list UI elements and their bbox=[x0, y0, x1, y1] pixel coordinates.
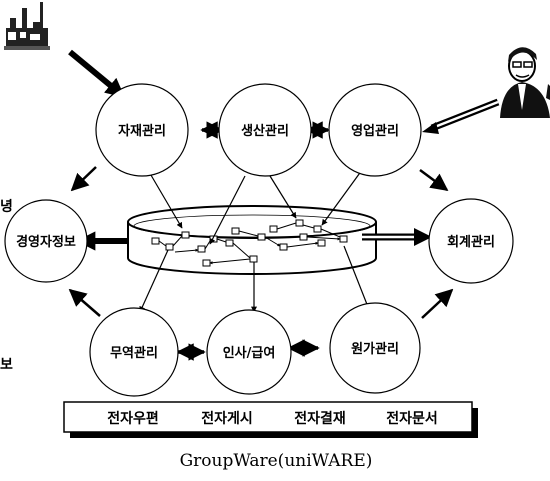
left-edge-fragment-top: 녕 bbox=[0, 199, 13, 215]
node-sales-label: 영업관리 bbox=[351, 123, 399, 139]
db-to-cost-arrow bbox=[343, 245, 371, 313]
sales-to-accounting-arrow bbox=[419, 168, 449, 192]
node-cost-label: 원가관리 bbox=[351, 341, 399, 357]
node-production-label: 생산관리 bbox=[241, 123, 289, 139]
node-accounting-label: 회계관리 bbox=[447, 234, 495, 250]
production-to-db-arrow-right bbox=[269, 175, 297, 219]
groupware-item-email: 전자우편 bbox=[107, 410, 159, 427]
db-to-accounting-arrow bbox=[362, 228, 432, 246]
node-executive-info: 경영자정보 bbox=[4, 199, 88, 283]
left-edge-fragment-bottom: 보 bbox=[0, 357, 13, 373]
businessman-icon bbox=[500, 47, 550, 118]
node-trade: 무역관리 bbox=[89, 307, 179, 397]
node-trade-label: 무역관리 bbox=[110, 345, 158, 361]
material-to-executive-arrow bbox=[70, 166, 97, 192]
cost-to-accounting-arrow bbox=[421, 288, 454, 319]
node-hr-payroll-label: 인사/급여 bbox=[223, 345, 276, 361]
node-hr-payroll: 인사/급여 bbox=[206, 309, 292, 395]
database-cylinder-icon bbox=[127, 205, 377, 275]
businessman-to-sales-arrow bbox=[422, 98, 500, 134]
node-material: 자재관리 bbox=[95, 83, 189, 177]
factory-icon bbox=[4, 2, 50, 50]
db-to-trade-arrow bbox=[139, 249, 169, 313]
groupware-item-document: 전자문서 bbox=[386, 410, 438, 427]
factory-to-material-arrow bbox=[68, 49, 125, 98]
node-cost: 원가관리 bbox=[329, 302, 421, 394]
node-executive-info-label: 경영자정보 bbox=[16, 234, 76, 250]
material-to-db-arrow bbox=[147, 169, 183, 229]
groupware-item-bulletin: 전자게시 bbox=[201, 410, 253, 427]
node-accounting: 회계관리 bbox=[428, 198, 514, 284]
node-material-label: 자재관리 bbox=[118, 123, 166, 139]
trade-to-executive-arrow bbox=[68, 288, 101, 317]
groupware-caption: GroupWare(uniWARE) bbox=[180, 451, 373, 471]
groupware-bar: 전자우편 전자게시 전자결재 전자문서 bbox=[63, 401, 478, 438]
groupware-item-approval: 전자결재 bbox=[294, 410, 346, 427]
production-to-db-arrow-left bbox=[209, 175, 246, 245]
node-sales: 영업관리 bbox=[328, 83, 422, 177]
node-production: 생산관리 bbox=[218, 83, 312, 177]
sales-to-db-arrow bbox=[321, 169, 363, 226]
